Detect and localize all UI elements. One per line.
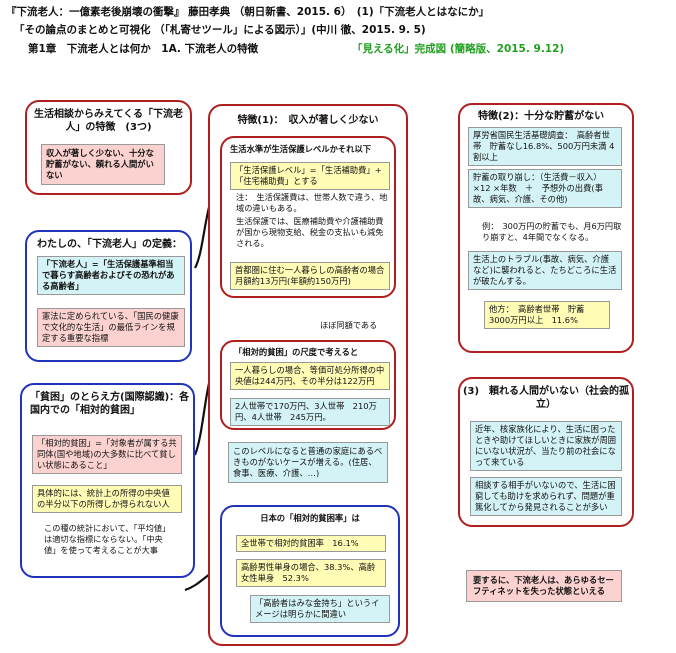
definition-label: 「下流老人」=「生活保護基準相当で暮らす高齢者およびその恐れがある高齢者」 (37, 256, 185, 295)
welfare-note-1: 注： 生活保護費は、世帯人数で違う、地域の違いもある。 (236, 192, 388, 213)
wealthy-savings-rate: 他方： 高齢者世帯 貯蓄 3000万円以上 11.6% (484, 301, 610, 329)
all-households-rate: 全世帯で相対的貧困率 16.1% (236, 535, 386, 552)
relative-poverty-title: 「相対的貧困」の尺度で考えると (234, 347, 359, 357)
savings-drawdown-formula: 貯蓄の取り崩し：（生活費－収入）×12 ×年数 ＋ 予想外の出費(事故、病気、介… (468, 169, 622, 208)
median-half-income-note: 具体的には、統計上の所得の中央値の半分以下の所得しか得られない人 (32, 485, 182, 513)
median-usage-note: この種の統計において、「平均値」は適切な指標にならない。「中央値」を使って考える… (44, 523, 171, 555)
relative-poverty-definition: 「相対的貧困」=「対象者が属する共同体(国や地域)の大多数に比べて貧しい状態にあ… (32, 435, 182, 474)
elderly-single-rates: 高齢男性単身の場合、38.3%、高齢女性単身 52.3% (236, 559, 386, 587)
nuclear-family-note: 近年、核家族化により、生活に困ったときや助けてほしいときに家族が周囲にいない状況… (470, 421, 622, 471)
isolation-title: (3) 頼れる人間がいない（社会的孤立） (462, 386, 630, 410)
left-box-three-features: 生活相談からみえてくる「下流老人」の特徴 (3つ) 収入が著しく少ない、十分な貯… (25, 100, 192, 195)
poverty-view-title: 「貧困」のとらえ方(国際認識)：各国内での「相対的貧困」 (30, 392, 190, 416)
drawdown-example: 例： 300万円の貯蓄でも、月6万円取り崩すと、4年間でなくなる。 (482, 221, 622, 242)
sub-box-welfare-level: 生活水準が生活保護レベルかそれ以下 「生活保護レベル」=「生活補助費」+「住宅補… (220, 136, 396, 298)
welfare-level-formula: 「生活保護レベル」=「生活補助費」+「住宅補助費」とする (230, 162, 390, 190)
header-line-1: 『下流老人：一億素老後崩壊の衝撃』 藤田孝典 （朝日新書、2015. 6） (1… (6, 6, 490, 18)
rich-elderly-myth: 「高齢者はみな金持ち」というイメージは明らかに間違い (250, 595, 390, 623)
no-one-to-consult-note: 相談する相手がいないので、生活に困窮しても助けを求められず、問題が重篤化してから… (470, 477, 622, 516)
header-completion-label: 「見える化」完成図 (簡略版、2015. 9.12) (352, 43, 565, 55)
summary-box: 要するに、下流老人は、あらゆるセーフティネットを失った状態といえる (466, 570, 622, 602)
sub-box-japan-rate: 日本の「相対的貧困率」は 全世帯で相対的貧困率 16.1% 高齢男性単身の場合、… (220, 505, 400, 637)
welfare-level-title: 生活水準が生活保護レベルかそれ以下 (230, 144, 372, 154)
right-box-isolation: (3) 頼れる人間がいない（社会的孤立） 近年、核家族化により、生活に困ったとき… (458, 377, 634, 527)
missing-essentials-note: このレベルになると普通の家庭にあるべきものがないケースが増える。(住居、食事、医… (228, 442, 388, 483)
sub-box-relative-poverty: 「相対的貧困」の尺度で考えると 一人暮らしの場合、等価可処分所得の中央値は244… (220, 340, 396, 430)
savings-title: 特徴(2)：十分な貯蓄がない (478, 111, 605, 122)
three-features-title: 生活相談からみえてくる「下流老人」の特徴 (3つ) (34, 109, 183, 133)
feature1-title: 特徴(1)： 収入が著しく少ない (237, 115, 379, 126)
left-box-definition: わたしの、「下流老人」の定義： 「下流老人」=「生活保護基準相当で暮らす高齢者お… (25, 230, 192, 362)
header-line-3: 第1章 下流老人とは何か 1A. 下流老人の特徴 (28, 43, 259, 55)
definition-title: わたしの、「下流老人」の定義： (37, 239, 182, 250)
same-amount-link-label: ほぼ同額である (320, 320, 378, 330)
right-box-savings: 特徴(2)：十分な貯蓄がない 厚労省国民生活基礎調査： 高齢者世帯 貯蓄なし16… (458, 103, 634, 353)
header-line-2: 「その論点のまとめと可視化 （「札寄せツール」による図示）」(中川 徹、2015… (14, 24, 426, 36)
savings-survey: 厚労省国民生活基礎調査： 高齢者世帯 貯蓄なし16.8%、500万円未満 4割以… (468, 127, 622, 166)
welfare-note-2: 生活保護では、医療補助費や介護補助費が国から現物支給、税金の支払いも減免される。 (236, 216, 384, 248)
constitution-note: 憲法に定められている、「国民の健康で文化的な生活」の最低ラインを規定する重要な指… (37, 308, 185, 347)
household-size-amounts: 2人世帯で170万円、3人世帯 210万円、4人世帯 245万円。 (230, 398, 390, 426)
three-features-label: 収入が著しく少ない、十分な貯蓄がない、頼れる人間がいない (41, 144, 165, 185)
trouble-collapse-note: 生活上のトラブル(事故、病気、介護など)に襲われると、たちどころに生活が破たんす… (468, 251, 622, 290)
tokyo-single-amount: 首都圏に住む一人暮らしの高齢者の場合月額約13万円(年額約150万円) (230, 262, 390, 290)
median-single-amount: 一人暮らしの場合、等価可処分所得の中央値は244万円、その半分は122万円 (230, 362, 390, 390)
japan-rate-title: 日本の「相対的貧困率」は (260, 513, 360, 523)
left-box-poverty-view: 「貧困」のとらえ方(国際認識)：各国内での「相対的貧困」 「相対的貧困」=「対象… (20, 383, 195, 578)
